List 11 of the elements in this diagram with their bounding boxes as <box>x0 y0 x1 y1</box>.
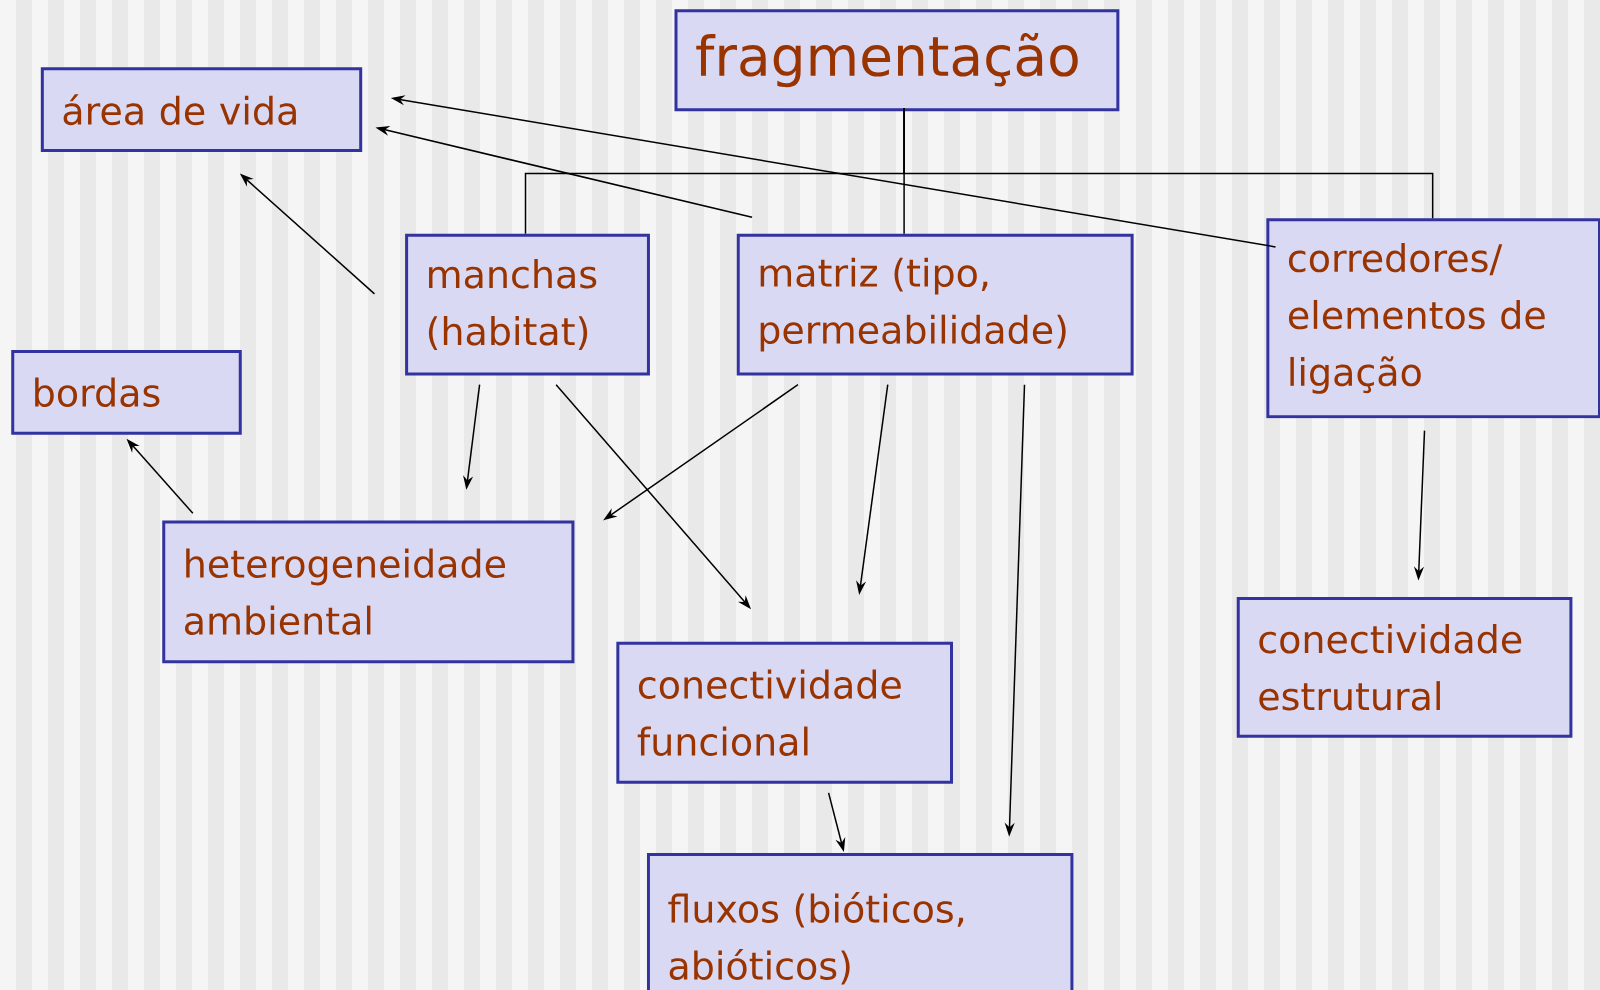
concept-box: heterogeneidade ambiental <box>162 520 575 664</box>
concept-box: manchas (habitat) <box>405 233 650 376</box>
concept-box: conectividade estrutural <box>1236 596 1573 738</box>
concept-box: conectividade funcional <box>616 641 953 784</box>
connector-line <box>903 107 1434 220</box>
concept-box: matriz (tipo, permeabilidade) <box>736 233 1134 376</box>
concept-box: fluxos (bióticos, abióticos) <box>646 853 1074 990</box>
title-box: fragmentação <box>674 9 1120 112</box>
concept-box: bordas <box>11 350 242 435</box>
concept-box: área de vida <box>40 67 363 152</box>
concept-box: corredores/ elementos de ligação <box>1266 218 1600 419</box>
